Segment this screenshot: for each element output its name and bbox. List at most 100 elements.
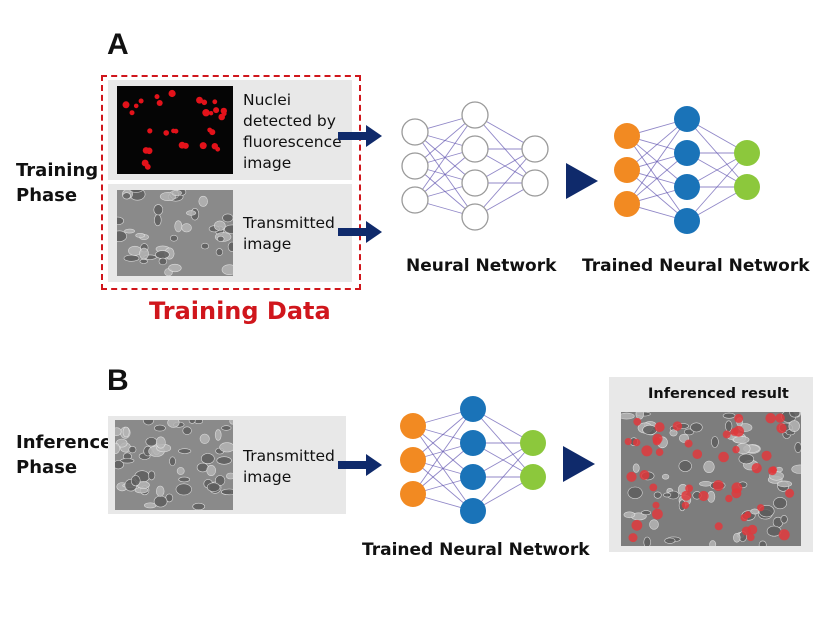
network-node: [400, 447, 426, 473]
network-node: [461, 203, 489, 231]
network-node: [460, 430, 486, 456]
cell-shape: [216, 456, 232, 465]
cell-shape: [794, 442, 801, 453]
detected-nucleus: [633, 417, 642, 426]
network-edge: [474, 148, 536, 218]
detected-nucleus: [722, 430, 731, 439]
cell-shape: [222, 213, 233, 223]
cell-shape: [214, 220, 226, 231]
transmitted-image-a: [117, 190, 233, 276]
cell-shape: [175, 483, 192, 496]
nucleus-dot: [213, 107, 220, 114]
fluorescence-label-line-2: detected by: [243, 112, 336, 130]
network-edge: [626, 118, 688, 171]
detected-nucleus: [740, 513, 748, 522]
cell-shape: [188, 420, 196, 424]
inferenced-result-image: [621, 412, 801, 546]
cell-shape: [649, 519, 659, 530]
cell-shape: [791, 464, 801, 474]
play-triangle-icon: [566, 163, 598, 199]
network-edge: [686, 152, 748, 222]
cell-shape: [115, 460, 124, 470]
nucleus-dot: [122, 101, 130, 109]
detected-nucleus: [725, 494, 733, 503]
trained-neural-network-diagram: [400, 396, 546, 524]
nucleus-dot: [212, 99, 218, 105]
nucleus-dot: [163, 130, 169, 136]
inference-phase-line-1: Inference: [16, 432, 113, 453]
cell-shape: [777, 480, 793, 488]
detected-nucleus: [654, 422, 665, 433]
cell-shape: [215, 248, 223, 256]
cell-shape: [147, 470, 156, 481]
nucleus-dot: [142, 147, 150, 154]
network-node: [460, 498, 486, 524]
cell-shape: [750, 508, 760, 515]
cell-shape: [153, 495, 168, 508]
cell-shape: [206, 482, 221, 492]
neural-network-label: Neural Network: [406, 256, 557, 276]
cell-shape: [214, 429, 222, 441]
detected-nucleus: [776, 423, 787, 434]
training-data-frame: [101, 75, 361, 290]
network-edge: [472, 442, 534, 512]
network-node: [461, 135, 489, 163]
cell-shape: [643, 536, 651, 546]
cell-shape: [117, 216, 124, 225]
detected-nucleus: [652, 508, 663, 520]
cell-shape: [185, 210, 197, 216]
cell-shape: [663, 492, 672, 498]
cell-shape: [789, 412, 801, 418]
cell-shape: [732, 435, 750, 444]
cell-shape: [641, 510, 652, 516]
network-node: [520, 464, 546, 490]
nucleus-dot: [220, 107, 227, 115]
network-node: [521, 135, 549, 163]
cell-shape: [219, 442, 233, 453]
detected-nucleus: [628, 533, 638, 543]
detected-nucleus: [681, 490, 692, 501]
detected-nucleus: [685, 484, 693, 493]
cell-shape: [139, 247, 149, 260]
fluorescence-label-line-4: image: [243, 154, 292, 172]
nucleus-dot: [199, 142, 207, 150]
cell-shape: [678, 460, 692, 472]
network-edge: [626, 118, 688, 205]
network-node: [461, 169, 489, 197]
network-node: [460, 396, 486, 422]
nucleus-dot: [144, 163, 151, 170]
cell-shape: [201, 453, 215, 464]
network-node: [460, 464, 486, 490]
cell-shape: [153, 204, 164, 216]
transmitted-label-a-line-2: image: [243, 235, 292, 253]
detected-nucleus: [641, 445, 653, 457]
cell-shape: [709, 540, 717, 546]
cell-shape: [703, 460, 715, 474]
nucleus-dot: [147, 128, 153, 134]
cell-shape: [130, 475, 141, 487]
network-edge: [412, 408, 474, 495]
nucleus-dot: [209, 129, 216, 136]
network-edge: [626, 152, 688, 205]
cell-shape: [738, 453, 755, 465]
cell-shape: [690, 422, 703, 433]
cell-shape: [129, 190, 143, 193]
detected-nucleus: [652, 501, 660, 509]
cell-shape: [216, 235, 225, 242]
cell-shape: [227, 241, 233, 252]
cell-shape: [169, 456, 176, 467]
cell-shape: [664, 537, 676, 544]
cell-shape: [170, 234, 178, 242]
network-node: [401, 118, 429, 146]
network-node: [400, 413, 426, 439]
panel-b-letter: B: [107, 364, 129, 397]
nucleus-dot: [129, 110, 135, 116]
cell-shape: [780, 515, 788, 524]
cell-shape: [128, 446, 137, 454]
detected-nucleus: [765, 413, 776, 424]
training-phase-line-1: Training: [16, 160, 99, 181]
cell-shape: [229, 420, 233, 425]
inferenced-result-label: Inferenced result: [648, 386, 789, 402]
nucleus-dot: [201, 99, 208, 106]
detected-nucleus: [718, 451, 729, 463]
